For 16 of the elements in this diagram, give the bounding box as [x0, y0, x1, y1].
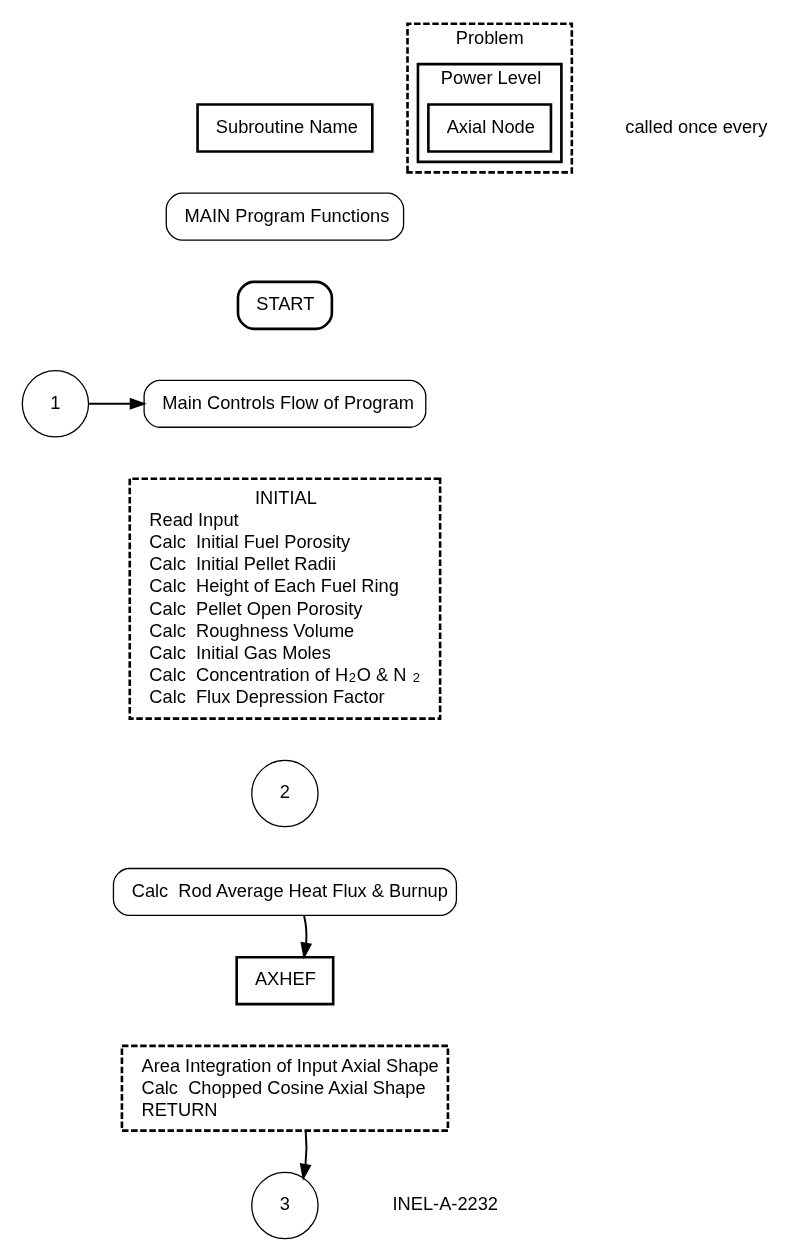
label: INEL-A-2232: [392, 1193, 498, 1215]
arrow: [87, 397, 147, 410]
arrow: [299, 914, 312, 960]
label: called once every: [624, 115, 767, 137]
node-box: Subroutine Name: [195, 103, 374, 153]
arrow: [299, 1129, 311, 1181]
node-circle: 3: [250, 1171, 319, 1240]
node-box: Area Integration of Input Axial Shape Calc Chopped Cosine Axial Shape RETURN: [120, 1044, 449, 1132]
node-box: Axial Node: [426, 103, 552, 153]
node-box: START: [236, 280, 333, 331]
node-box: MAIN Program Functions: [165, 192, 404, 241]
node-circle: 1: [21, 370, 89, 438]
node-box: Calc Rod Average Heat Flux & Burnup: [112, 867, 457, 917]
node-box: Main Controls Flow of Program: [142, 379, 426, 428]
node-circle: 2: [250, 759, 319, 828]
node-box: AXHEF: [234, 955, 334, 1006]
